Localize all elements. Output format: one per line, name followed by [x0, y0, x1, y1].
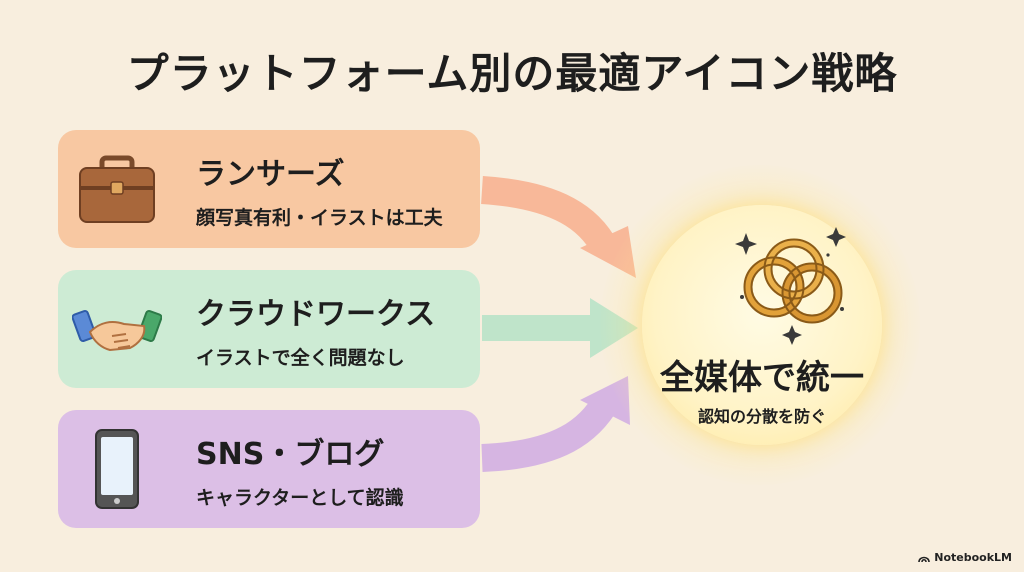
- card-subtext: キャラクターとして認識: [196, 486, 404, 509]
- briefcase-icon: [79, 155, 155, 223]
- brand-watermark: NotebookLM: [918, 551, 1012, 564]
- card-sns-blog: SNS・ブログ キャラクターとして認識: [58, 410, 480, 528]
- notebooklm-logo-icon: [918, 556, 931, 562]
- card-heading: クラウドワークス: [196, 296, 436, 332]
- result-subtext: 認知の分散を防ぐ: [697, 407, 826, 426]
- card-lancers: ランサーズ 顔写真有利・イラストは工夫: [58, 130, 480, 248]
- card-crowdworks: クラウドワークス イラストで全く問題なし: [58, 270, 480, 388]
- card-heading: SNS・ブログ: [196, 436, 385, 472]
- result-heading: 全媒体で統一: [660, 358, 864, 398]
- handshake-icon: [72, 309, 162, 352]
- result-circle: 全媒体で統一 認知の分散を防ぐ: [642, 205, 882, 445]
- linked-rings-icon: [735, 227, 846, 345]
- page-title: プラットフォーム別の最適アイコン戦略: [126, 49, 898, 98]
- sparkle-icon: [735, 227, 846, 345]
- smartphone-icon: [95, 429, 139, 509]
- card-subtext: 顔写真有利・イラストは工夫: [196, 206, 443, 229]
- card-heading: ランサーズ: [196, 156, 345, 192]
- card-subtext: イラストで全く問題なし: [196, 346, 405, 369]
- arrow-sns: [481, 376, 630, 472]
- brand-label: NotebookLM: [934, 551, 1012, 564]
